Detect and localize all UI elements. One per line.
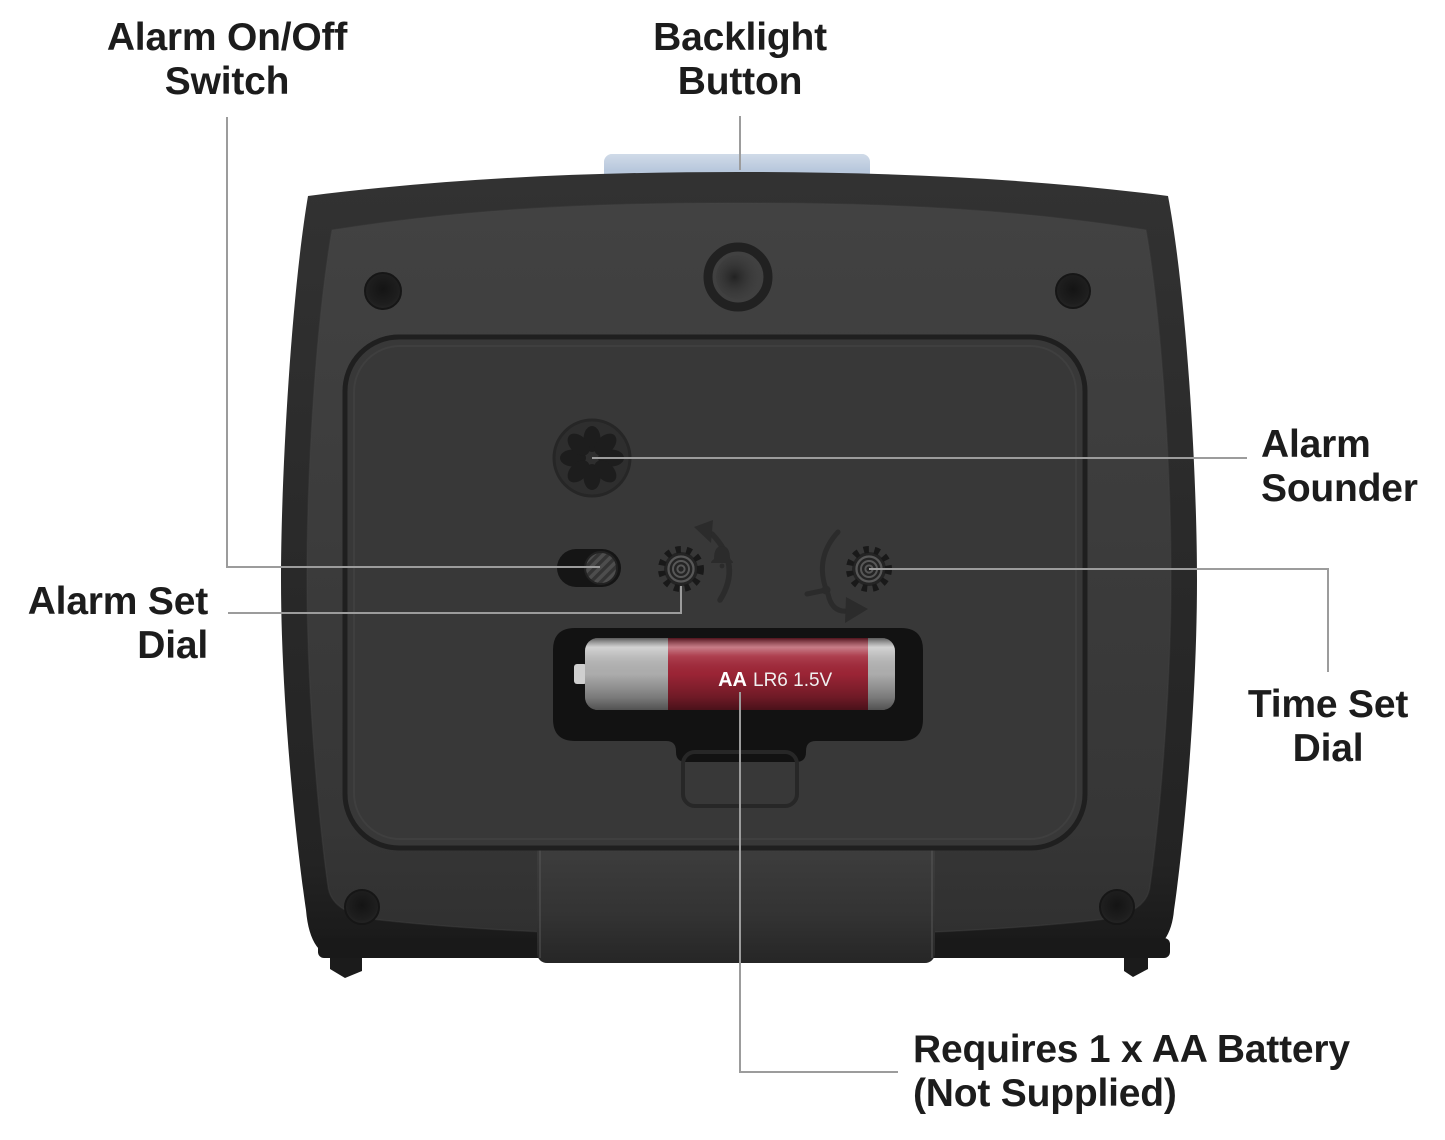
- bell-icon: [711, 546, 733, 569]
- leader-line-alarm-set-dial: [228, 586, 682, 614]
- alarm-switch-label-line1: Alarm On/Off: [106, 16, 348, 59]
- leader-lines: [226, 116, 1329, 1073]
- alarm-sounder-label-line2: Sounder: [1261, 467, 1418, 510]
- inner-panel: [342, 334, 1088, 851]
- leader-line-time-set-dial: [869, 568, 1329, 672]
- backlight-label-line2: Button: [677, 60, 803, 103]
- battery-note-label-line1: Requires 1 x AA Battery: [913, 1028, 1350, 1071]
- screw-holes: [344, 272, 1135, 925]
- aa-battery: AA LR6 1.5V: [574, 638, 895, 710]
- time-rotation-icon: [804, 529, 868, 623]
- alarm-sounder-label-line1: Alarm: [1261, 423, 1371, 466]
- battery-door-panel: [537, 843, 935, 963]
- backlight-label: Backlight Button: [590, 16, 890, 104]
- battery-note-label: Requires 1 x AA Battery (Not Supplied): [913, 1028, 1350, 1116]
- leader-line-battery: [739, 692, 898, 1073]
- alarm-rotation-icon: [694, 520, 733, 603]
- alarm-switch-label-line2: Switch: [164, 60, 290, 103]
- battery-size-text: AA: [718, 669, 747, 691]
- battery-note-label-line2: (Not Supplied): [913, 1072, 1177, 1115]
- screw-hole-bottom-right: [1099, 889, 1135, 925]
- alarm-set-dial-label-line1: Alarm Set: [27, 580, 208, 623]
- time-set-dial-label: Time Set Dial: [1178, 683, 1445, 771]
- time-set-dial-label-line2: Dial: [1292, 727, 1364, 770]
- time-set-dial-label-line1: Time Set: [1247, 683, 1409, 726]
- screw-hole-top-right: [1055, 273, 1091, 309]
- alarm-sounder-label: Alarm Sounder: [1261, 423, 1418, 511]
- backlight-label-line1: Backlight: [653, 16, 827, 59]
- screw-hole-top-left: [364, 272, 402, 310]
- alarm-set-dial-label: Alarm Set Dial: [0, 580, 208, 668]
- leader-line-alarm-switch: [226, 117, 600, 568]
- screw-hole-bottom-left: [344, 889, 380, 925]
- hanging-hole-ring: [703, 242, 773, 312]
- battery-spec-text: LR6 1.5V: [753, 670, 833, 691]
- battery-negative-nub: [574, 664, 587, 684]
- alarm-switch-label: Alarm On/Off Switch: [47, 16, 407, 104]
- alarm-set-dial-label-line2: Dial: [137, 624, 208, 667]
